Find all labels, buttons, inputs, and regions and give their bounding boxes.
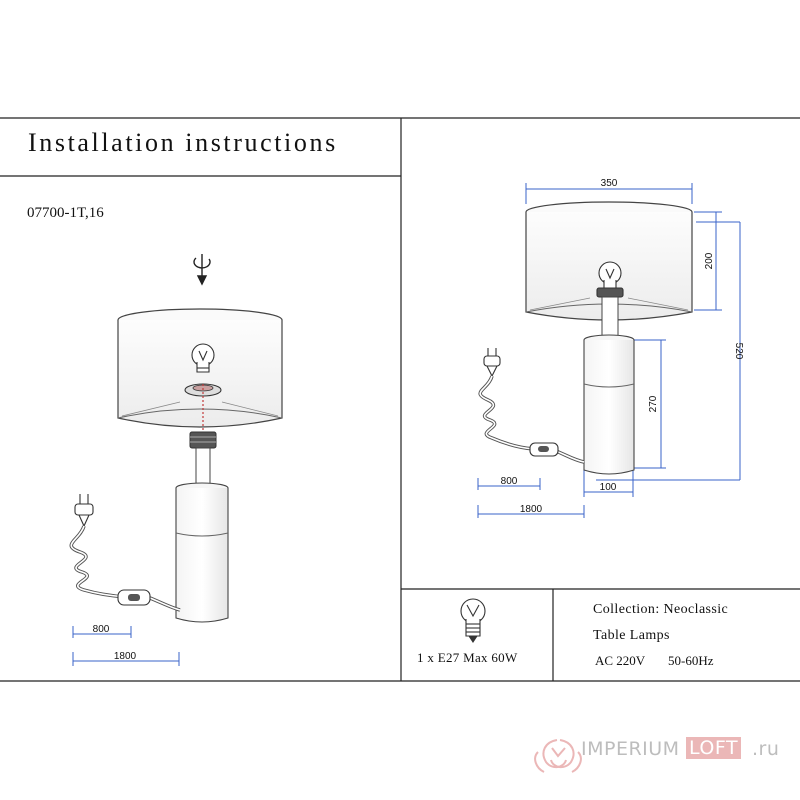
watermark-brand: IMPERIUM [581,738,680,760]
dim-100: 100 [600,482,617,493]
bulb-spec: 1 x E27 Max 60W [417,650,518,665]
power-plug-icon [74,494,94,528]
rotate-symbol-icon [193,254,211,286]
bulb-spec-icon [460,598,486,643]
watermark-loft: LOFT [686,737,742,759]
dim-800-right: 800 [501,476,518,487]
model-number: 07700-1T,16 [27,205,104,221]
cord-switch [117,589,151,606]
lamp-shade-exploded [117,308,283,428]
dim-800-left: 800 [93,624,110,635]
frame-lines [0,117,800,682]
dim-200: 200 [704,252,715,269]
dimension-lines [477,183,741,518]
dim-1800-left: 1800 [114,651,137,662]
page-title: Installation instructions [28,128,338,157]
lamp-holder-socket [189,431,217,485]
product-type: Table Lamps [593,628,670,643]
assembled-base-column [583,296,635,475]
voltage-spec: AC 220V [595,653,646,668]
cord-dimension-left [72,626,180,666]
dim-270: 270 [648,395,659,412]
frequency-spec: 50-60Hz [668,653,714,668]
assembled-bulb-icon [596,261,624,298]
dim-1800-right: 1800 [520,504,543,515]
imperium-loft-logo-icon [534,739,582,773]
watermark-tld: .ru [752,738,780,760]
dim-350: 350 [601,178,618,189]
dim-520: 520 [733,343,744,360]
assembled-cord-switch [529,442,559,457]
lamp-base-column [175,482,229,623]
light-bulb-icon [191,343,215,373]
collection-label: Collection: Neoclassic [593,602,729,617]
assembled-plug-icon [483,348,501,378]
